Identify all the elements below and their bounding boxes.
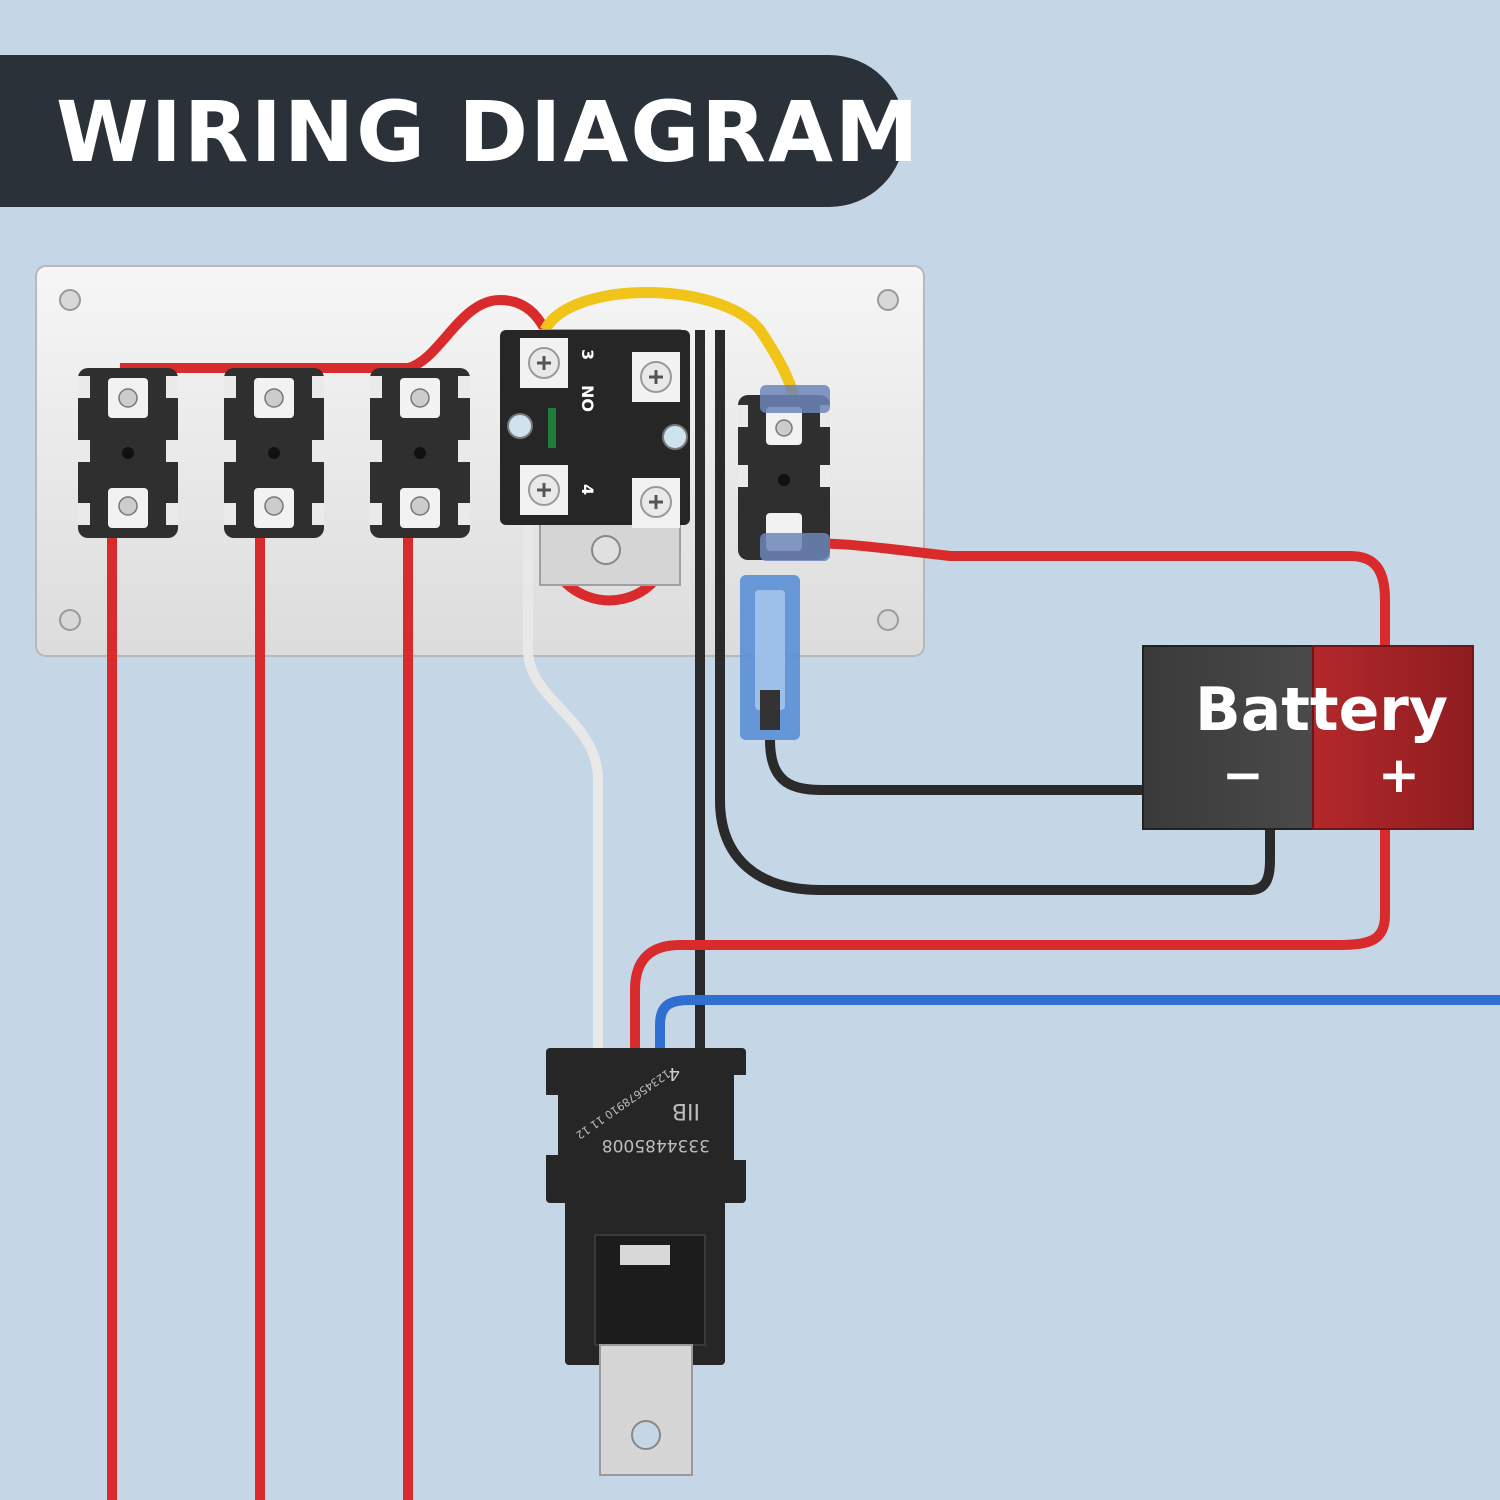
wire-red-relay-supply bbox=[630, 830, 1390, 1060]
inline-connector bbox=[740, 575, 800, 740]
title-banner bbox=[0, 55, 905, 207]
terminal-label-bottom: 4 bbox=[578, 484, 597, 495]
relay-pin-label: 4 bbox=[669, 1063, 680, 1084]
wire-yellow bbox=[540, 287, 801, 402]
battery bbox=[1142, 645, 1474, 830]
relay-model-number: 3334485008 bbox=[602, 1135, 710, 1155]
battery-negative-sign: − bbox=[1222, 746, 1264, 804]
contact-label: NO bbox=[578, 385, 597, 412]
red-connector bbox=[760, 533, 830, 561]
wire-black-ground bbox=[715, 330, 1275, 895]
wire-blue bbox=[655, 995, 1500, 1060]
mount-hole bbox=[877, 609, 899, 631]
battery-positive-half bbox=[1312, 645, 1474, 830]
wire-white bbox=[523, 525, 603, 1060]
rocker-switch-1[interactable] bbox=[77, 367, 179, 539]
wire-black-battery-neg bbox=[765, 739, 1145, 795]
terminal-label-top: 3 bbox=[578, 349, 597, 360]
switch-contact-block[interactable] bbox=[500, 329, 690, 586]
battery-positive-sign: + bbox=[1378, 746, 1420, 804]
rocker-switch-2[interactable] bbox=[223, 367, 325, 539]
relay-brand-mark: IIB bbox=[672, 1098, 700, 1123]
mount-hole bbox=[59, 609, 81, 631]
battery-label: Battery bbox=[1195, 675, 1448, 745]
page-title: WIRING DIAGRAM bbox=[56, 83, 921, 181]
mount-hole bbox=[59, 289, 81, 311]
yellow-connector bbox=[760, 385, 830, 413]
rocker-switch-3[interactable] bbox=[369, 367, 471, 539]
relay bbox=[546, 1048, 746, 1476]
mount-hole bbox=[877, 289, 899, 311]
wire-red-jumper bbox=[120, 294, 550, 373]
